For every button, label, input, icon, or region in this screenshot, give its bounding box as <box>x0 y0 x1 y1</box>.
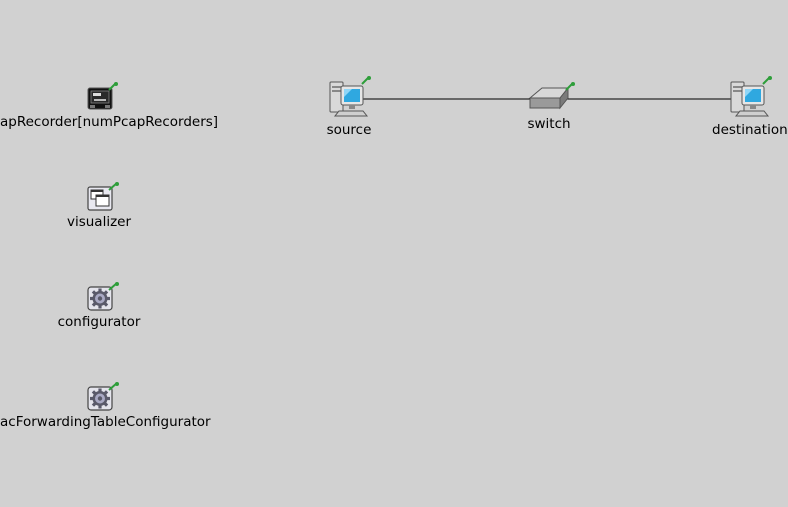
mac-forwarding-table-configurator-label: acForwardingTableConfigurator <box>0 414 211 430</box>
host-computer-icon <box>329 76 371 117</box>
switch-label: switch <box>527 116 571 132</box>
ethernet-switch-icon <box>528 82 575 110</box>
pcap-recorder-label: apRecorder[numPcapRecorders] <box>0 114 219 130</box>
configurator-label: configurator <box>57 314 141 330</box>
source-label: source <box>326 122 372 138</box>
pcap-recorder-icon <box>87 82 118 110</box>
configurator-gear-icon <box>87 282 119 311</box>
configurator-gear-icon <box>87 382 119 411</box>
destination-label: destination <box>712 122 788 138</box>
visualizer-label: visualizer <box>66 214 132 230</box>
visualizer-icon <box>87 182 119 211</box>
host-computer-icon <box>730 76 772 117</box>
